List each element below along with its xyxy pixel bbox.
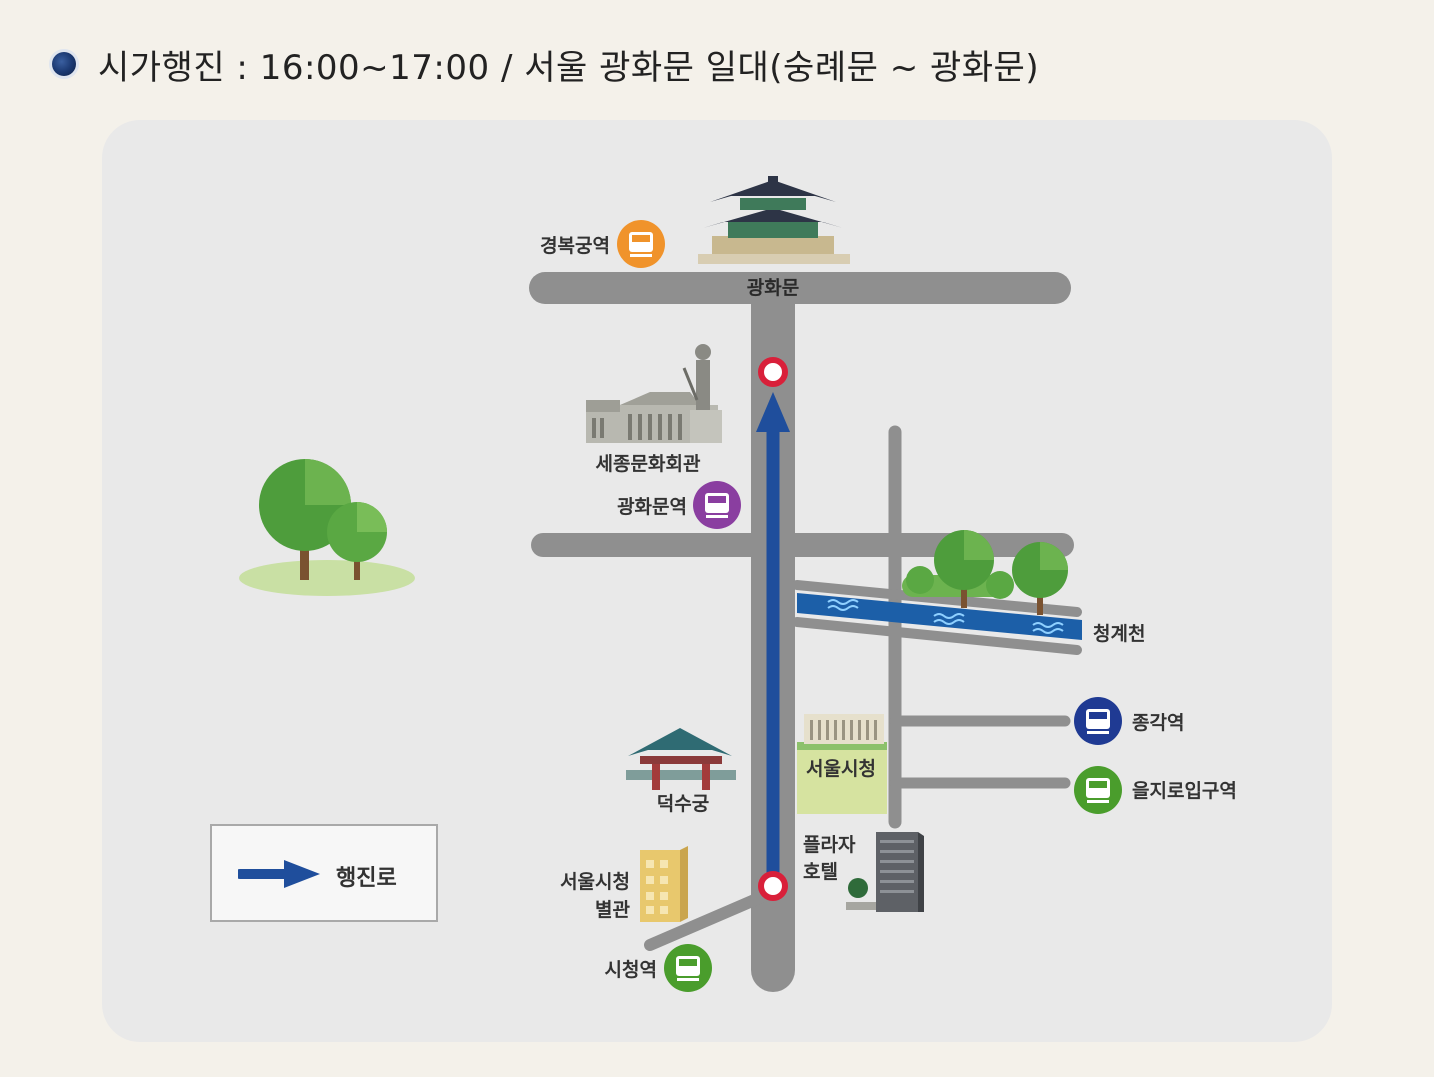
cityhall-station-label: 시청역 bbox=[605, 959, 657, 981]
city-hall-annex-icon bbox=[640, 846, 688, 922]
city-hall-annex-label-line1: 서울시청 bbox=[560, 871, 630, 893]
gwanghwamun-label: 광화문 bbox=[747, 277, 799, 299]
page-header: 시가행진 : 16:00~17:00 / 서울 광화문 일대(숭례문 ~ 광화문… bbox=[52, 38, 1039, 90]
parade-route-arrow bbox=[756, 392, 790, 884]
city-hall-annex-label-line2: 별관 bbox=[595, 899, 630, 921]
bullet-icon bbox=[52, 52, 76, 76]
euljiro1ga-station-label: 을지로입구역 bbox=[1132, 780, 1237, 802]
deoksugung-gate-icon bbox=[626, 728, 736, 790]
page-title: 시가행진 : 16:00~17:00 / 서울 광화문 일대(숭례문 ~ 광화문… bbox=[98, 47, 1040, 88]
euljiro1ga-station-icon bbox=[1074, 766, 1122, 814]
sejong-center-icon bbox=[586, 344, 722, 443]
seoul-city-hall-label: 서울시청 bbox=[806, 758, 876, 780]
cheonggyecheon-label: 청계천 bbox=[1093, 623, 1145, 645]
gwanghwamun-station-icon bbox=[693, 481, 741, 529]
route-end-marker bbox=[758, 357, 788, 387]
park-trees-icon bbox=[239, 459, 415, 596]
cityhall-station-icon bbox=[664, 944, 712, 992]
stream-trees-icon bbox=[902, 530, 1068, 615]
sejong-center-label: 세종문화회관 bbox=[596, 453, 701, 475]
seoul-city-hall-icon bbox=[797, 714, 887, 814]
plaza-hotel-icon bbox=[846, 832, 924, 912]
cheonggyecheon-stream bbox=[797, 593, 1082, 640]
map-legend: 행진로 bbox=[210, 824, 438, 922]
route-start-marker bbox=[758, 871, 788, 901]
gyeongbokgung-station-label: 경복궁역 bbox=[540, 235, 610, 257]
jonggak-station-label: 종각역 bbox=[1132, 712, 1184, 734]
deoksugung-label: 덕수궁 bbox=[657, 793, 709, 815]
gwanghwamun-gate-icon bbox=[698, 176, 850, 264]
gyeongbokgung-station-icon bbox=[617, 220, 665, 268]
gwanghwamun-station-label: 광화문역 bbox=[617, 496, 687, 518]
jonggak-station-icon bbox=[1074, 697, 1122, 745]
plaza-hotel-label-line2: 호텔 bbox=[803, 861, 838, 883]
plaza-hotel-label-line1: 플라자 bbox=[803, 834, 856, 856]
route-arrow-icon bbox=[238, 860, 320, 888]
legend-route-label: 행진로 bbox=[336, 866, 397, 891]
